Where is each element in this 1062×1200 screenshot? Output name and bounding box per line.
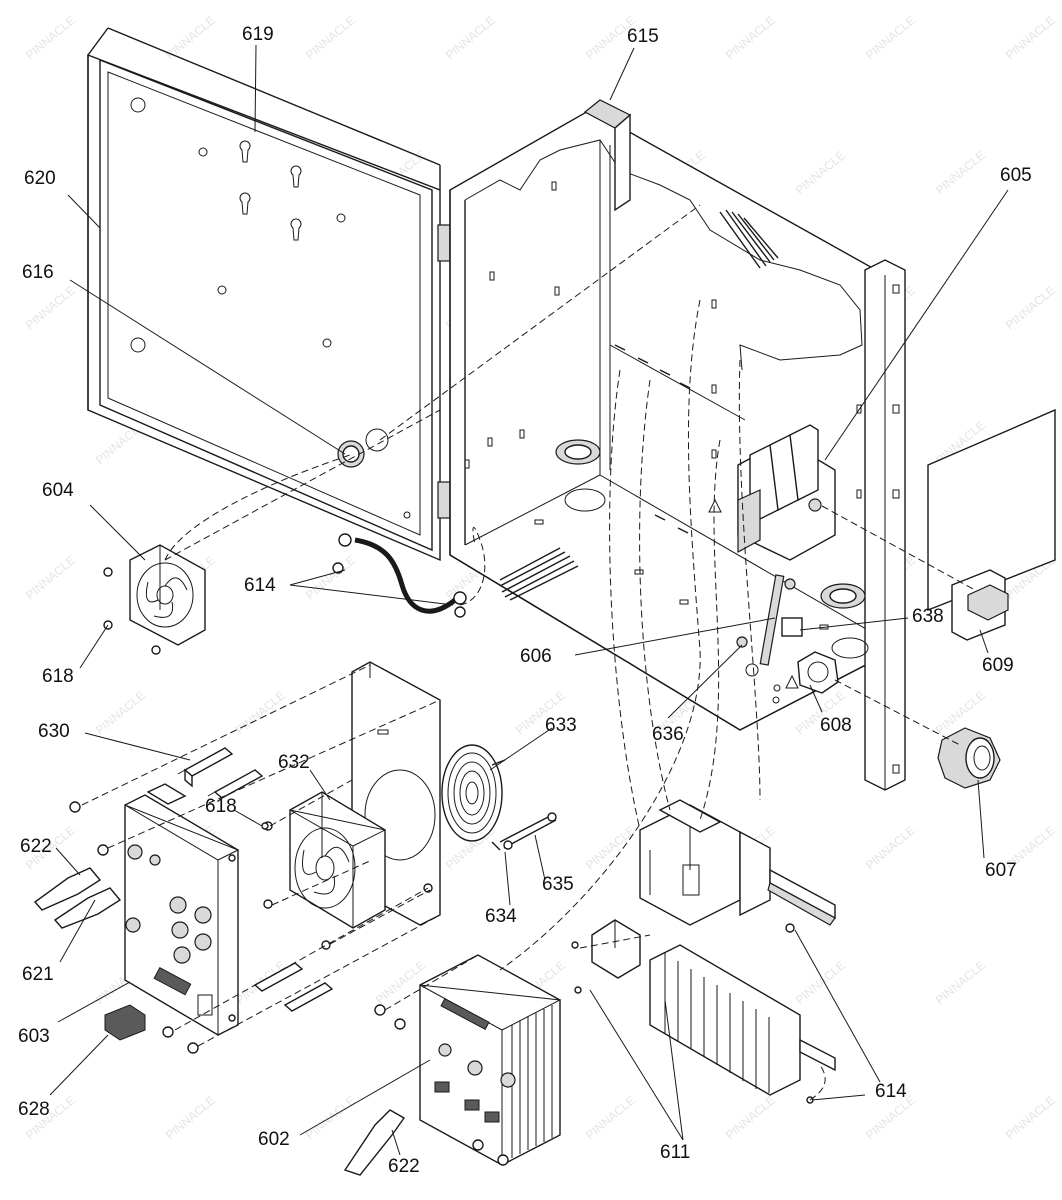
callout-636: 636 (652, 724, 684, 745)
callout-620: 620 (24, 168, 56, 189)
watermark-text: PINNACLE (443, 13, 498, 62)
callout-602: 602 (258, 1129, 290, 1150)
callout-634: 634 (485, 906, 517, 927)
assembly-lines (81, 204, 976, 1101)
top-vent-slots (719, 209, 779, 269)
watermark-text: PINNACLE (1003, 13, 1058, 62)
leader-lines (49, 44, 1009, 1156)
standoff-pins (614, 344, 691, 534)
callout-606: 606 (520, 646, 552, 667)
fan-guard (441, 744, 506, 851)
relay-611 (571, 919, 641, 994)
callout-618-mid: 618 (205, 796, 237, 817)
callout-622-bottom: 622 (388, 1156, 420, 1177)
fan-screw (499, 812, 557, 850)
callout-619: 619 (242, 24, 274, 45)
standoffs (177, 747, 334, 1012)
watermark-text: PINNACLE (933, 148, 988, 197)
watermark-text: PINNACLE (1003, 1093, 1058, 1142)
panel-nuts (69, 801, 269, 1054)
watermark-text: PINNACLE (723, 13, 778, 62)
ground-strap (332, 533, 467, 618)
watermark-text: PINNACLE (93, 688, 148, 737)
callout-611: 611 (660, 1142, 690, 1163)
cable-gland (797, 651, 1001, 789)
control-panel-603 (124, 783, 240, 1036)
callout-609: 609 (982, 655, 1014, 676)
bottom-vent-slots (499, 547, 579, 601)
watermark-text: PINNACLE (863, 13, 918, 62)
callout-605: 605 (1000, 165, 1032, 186)
callout-621: 621 (22, 964, 54, 985)
contactor (639, 799, 771, 926)
watermark-text: PINNACLE (933, 958, 988, 1007)
watermark-text: PINNACLE (583, 1093, 638, 1142)
callout-labels: 619 615 620 605 616 604 614 638 606 609 … (18, 24, 1032, 1177)
watermark-text: PINNACLE (793, 958, 848, 1007)
callout-618-top: 618 (42, 666, 74, 687)
terminal-block-separators (664, 953, 770, 1093)
callout-614-top: 614 (244, 575, 276, 596)
cable-plugs (33, 867, 406, 1176)
watermark-text: PINNACLE (303, 553, 358, 602)
watermark-text: PINNACLE (163, 1093, 218, 1142)
watermark-text: PINNACLE (863, 823, 918, 872)
callout-635: 635 (542, 874, 574, 895)
watermark-text: PINNACLE (23, 553, 78, 602)
enclosure-body (449, 99, 906, 791)
heatsink-fins (511, 1005, 553, 1158)
callout-622-top: 622 (20, 836, 52, 857)
callout-616: 616 (22, 262, 54, 283)
watermark-text: PINNACLE (793, 148, 848, 197)
fan-632 (263, 791, 387, 950)
callout-628: 628 (18, 1099, 50, 1120)
callout-608: 608 (820, 715, 852, 736)
callout-632: 632 (278, 752, 310, 773)
callout-604: 604 (42, 480, 74, 501)
watermark-text: PINNACLE (233, 688, 288, 737)
callout-615: 615 (627, 26, 659, 47)
watermark-text: PINNACLE (303, 13, 358, 62)
enclosure-door (87, 27, 451, 562)
watermark-text: PINNACLE (723, 1093, 778, 1142)
connector-628 (104, 1004, 146, 1041)
watermark-text: PINNACLE (1003, 283, 1058, 332)
din-rail-upper (767, 868, 836, 926)
callout-630: 630 (38, 721, 70, 742)
callout-638: 638 (912, 606, 944, 627)
callout-633: 633 (545, 715, 577, 736)
power-module (374, 954, 562, 1166)
fan-604 (103, 544, 206, 655)
callout-603: 603 (18, 1026, 50, 1047)
watermark-text: PINNACLE (163, 13, 218, 62)
watermark-text: PINNACLE (23, 283, 78, 332)
callout-607: 607 (985, 860, 1017, 881)
label-plate (927, 408, 1056, 612)
watermark-text: PINNACLE (23, 13, 78, 62)
disconnect-switch (737, 424, 836, 561)
terminal-blocks (649, 944, 836, 1104)
disconnect-handle (951, 569, 1009, 641)
callout-614-bottom: 614 (875, 1081, 907, 1102)
